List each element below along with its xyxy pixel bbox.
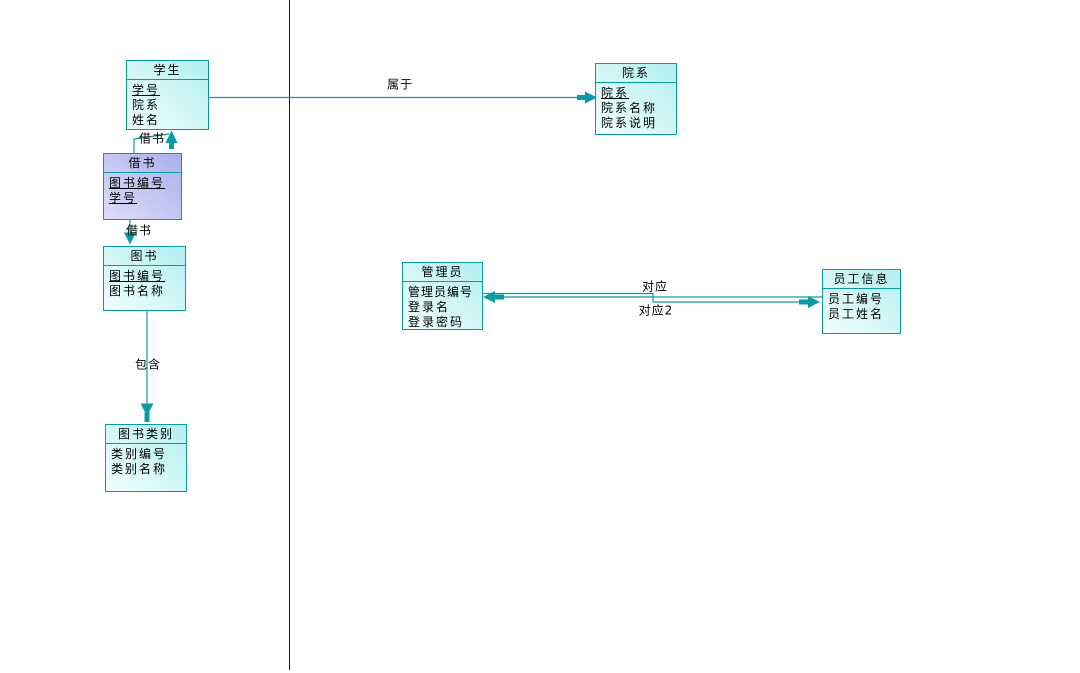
entity-borrow-attributes: 图书编号 学号 [104,173,181,206]
entity-book-category[interactable]: 图书类别 类别编号 类别名称 [105,424,187,492]
relationship-borrow-book-line[interactable] [124,220,136,245]
entity-borrow-title: 借书 [104,154,181,173]
attribute-admin-id: 管理员编号 [408,285,474,299]
entity-admin[interactable]: 管理员 管理员编号 登录名 登录密码 [402,262,483,330]
attribute-name: 姓名 [132,113,161,127]
entity-book-title: 图书 [104,247,185,266]
relationship-contains-line[interactable] [140,311,154,422]
attribute-department-desc: 院系说明 [601,116,658,130]
attribute-department-name: 院系名称 [601,101,658,115]
attribute-department: 院系 [132,98,161,112]
entity-employee-info-title: 员工信息 [823,270,900,289]
attribute-category-id: 类别编号 [111,447,168,461]
entity-student[interactable]: 学生 学号 院系 姓名 [126,60,209,130]
entity-employee-info[interactable]: 员工信息 员工编号 员工姓名 [822,269,901,334]
attribute-book-id: 图书编号 [109,176,166,190]
attribute-login-password: 登录密码 [408,315,465,329]
entity-admin-title: 管理员 [403,263,482,282]
attribute-login-name: 登录名 [408,300,451,314]
relationship-belongs-to-label[interactable]: 属于 [386,77,414,92]
relationship-belongs-to-line[interactable] [209,91,597,104]
relationship-corresponds2-label[interactable]: 对应2 [638,303,674,318]
entity-department-attributes: 院系 院系名称 院系说明 [596,83,676,131]
attribute-student-id: 学号 [132,83,161,97]
attribute-employee-id: 员工编号 [828,292,885,306]
attribute-student-id: 学号 [109,191,138,205]
entity-book-attributes: 图书编号 图书名称 [104,266,185,299]
relationship-borrow-book-label[interactable]: 借书 [125,223,153,238]
entity-department[interactable]: 院系 院系 院系名称 院系说明 [595,63,677,135]
entity-book-category-attributes: 类别编号 类别名称 [106,444,186,477]
relationship-borrow-student-label[interactable]: 借书 [138,131,166,146]
entity-employee-info-attributes: 员工编号 员工姓名 [823,289,900,322]
attribute-employee-name: 员工姓名 [828,307,885,321]
attribute-book-id: 图书编号 [109,269,166,283]
entity-admin-attributes: 管理员编号 登录名 登录密码 [403,282,482,330]
entity-student-attributes: 学号 院系 姓名 [127,80,208,128]
entity-student-title: 学生 [127,61,208,80]
attribute-category-name: 类别名称 [111,462,168,476]
entity-department-title: 院系 [596,64,676,83]
entity-book[interactable]: 图书 图书编号 图书名称 [103,246,186,311]
relationship-corresponds2-line[interactable] [483,292,820,309]
relationship-corresponds-label[interactable]: 对应 [641,279,669,294]
entity-book-category-title: 图书类别 [106,425,186,444]
relationship-borrow-student-line[interactable] [133,130,178,154]
entity-borrow[interactable]: 借书 图书编号 学号 [103,153,182,220]
attribute-department-id: 院系 [601,86,630,100]
attribute-book-name: 图书名称 [109,284,166,298]
relationship-contains-label[interactable]: 包含 [134,357,162,372]
